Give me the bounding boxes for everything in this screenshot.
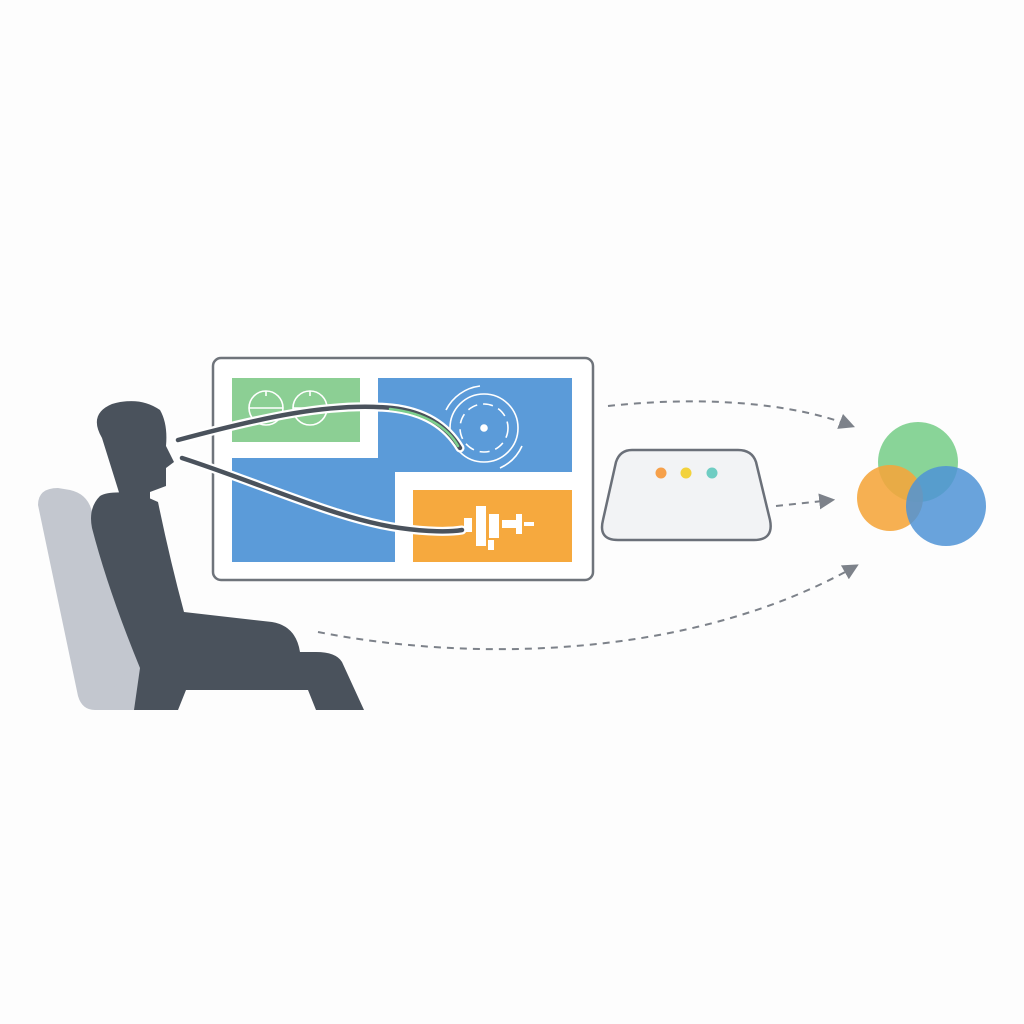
status-dot-yellow	[680, 467, 692, 479]
circle-orange	[857, 465, 923, 531]
arrow-device-to-output	[775, 493, 836, 510]
arrow-screen-to-output	[607, 400, 855, 429]
status-dot-orange	[655, 467, 667, 479]
mechanism-icon	[464, 506, 534, 550]
hub-device-icon	[600, 448, 772, 542]
status-dot-teal	[706, 467, 718, 479]
target-icon	[445, 385, 523, 469]
overlapping-circles-icon	[857, 422, 986, 546]
panel-blue-top	[378, 378, 572, 472]
flow-arrows	[317, 400, 859, 651]
circle-blue	[906, 466, 986, 546]
arrow-person-to-output	[317, 564, 859, 651]
panel-blue-left	[232, 458, 395, 562]
gaze-lines	[173, 402, 467, 536]
seated-person-silhouette	[91, 401, 364, 710]
display-screen	[211, 356, 595, 582]
